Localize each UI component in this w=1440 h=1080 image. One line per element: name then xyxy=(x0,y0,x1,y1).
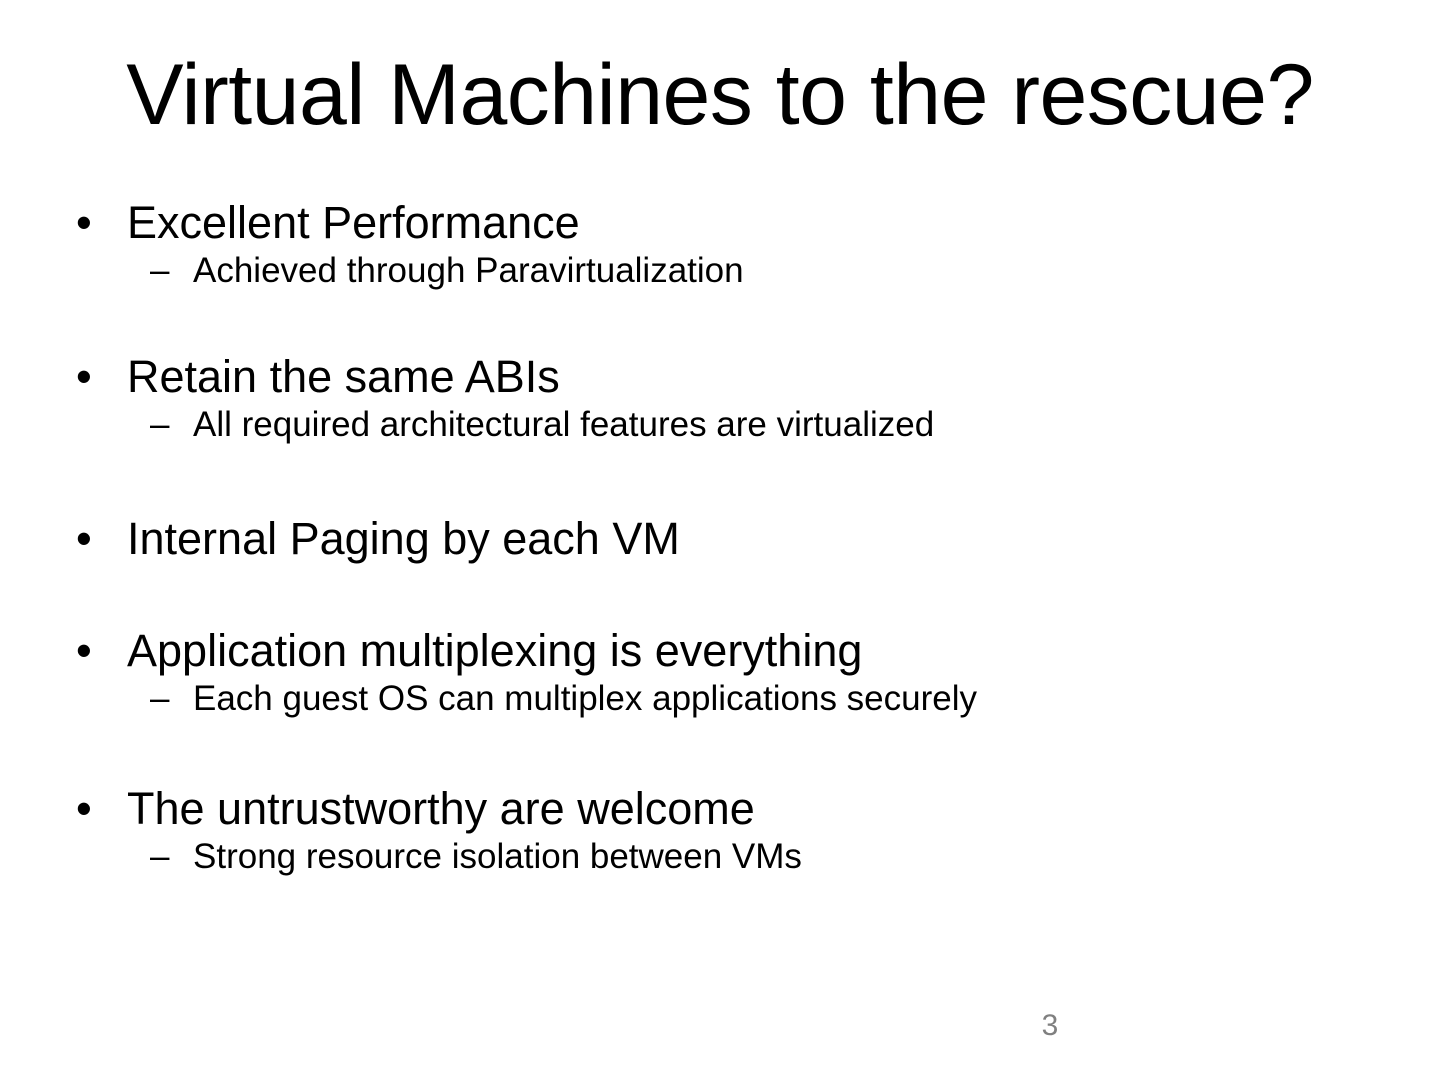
group-spacer xyxy=(0,446,1440,512)
group-spacer xyxy=(0,720,1440,782)
bullet-dash-icon: – xyxy=(150,405,170,444)
bullet-item-level1: • Application multiplexing is everything xyxy=(0,624,1440,677)
group-spacer xyxy=(0,292,1440,350)
bullet-item-level2: – Strong resource isolation between VMs xyxy=(0,835,1440,878)
sub-bullet-label: All required architectural features are … xyxy=(193,405,935,444)
bullet-dot-icon: • xyxy=(76,783,92,834)
bullet-item-level1: • The untrustworthy are welcome xyxy=(0,782,1440,835)
bullet-label: Internal Paging by each VM xyxy=(127,513,680,564)
bullet-item-level2: – Each guest OS can multiplex applicatio… xyxy=(0,677,1440,720)
bullet-dash-icon: – xyxy=(150,251,170,290)
bullet-item-level1: • Internal Paging by each VM xyxy=(0,512,1440,565)
slide-body-content: • Excellent Performance – Achieved throu… xyxy=(0,196,1440,878)
sub-bullet-label: Achieved through Paravirtualization xyxy=(193,251,744,290)
bullet-item-level2: – All required architectural features ar… xyxy=(0,403,1440,446)
bullet-group-3: • Internal Paging by each VM xyxy=(0,512,1440,565)
sub-bullet-label: Strong resource isolation between VMs xyxy=(193,837,802,876)
group-spacer xyxy=(0,565,1440,624)
bullet-item-level1: • Retain the same ABIs xyxy=(0,350,1440,403)
bullet-dot-icon: • xyxy=(76,351,92,402)
bullet-label: Retain the same ABIs xyxy=(127,351,560,402)
bullet-dash-icon: – xyxy=(150,679,170,718)
bullet-item-level2: – Achieved through Paravirtualization xyxy=(0,249,1440,292)
bullet-group-5: • The untrustworthy are welcome – Strong… xyxy=(0,782,1440,878)
bullet-dash-icon: – xyxy=(150,837,170,876)
bullet-group-2: • Retain the same ABIs – All required ar… xyxy=(0,350,1440,446)
bullet-group-1: • Excellent Performance – Achieved throu… xyxy=(0,196,1440,292)
bullet-label: The untrustworthy are welcome xyxy=(127,783,755,834)
sub-bullet-label: Each guest OS can multiplex applications… xyxy=(193,679,978,718)
bullet-dot-icon: • xyxy=(76,513,92,564)
slide-title: Virtual Machines to the rescue? xyxy=(126,47,1314,143)
bullet-dot-icon: • xyxy=(76,625,92,676)
bullet-item-level1: • Excellent Performance xyxy=(0,196,1440,249)
bullet-dot-icon: • xyxy=(76,197,92,248)
bullet-group-4: • Application multiplexing is everything… xyxy=(0,624,1440,720)
slide-page-number: 3 xyxy=(1041,1009,1059,1042)
bullet-label: Excellent Performance xyxy=(127,197,580,248)
bullet-label: Application multiplexing is everything xyxy=(127,625,863,676)
